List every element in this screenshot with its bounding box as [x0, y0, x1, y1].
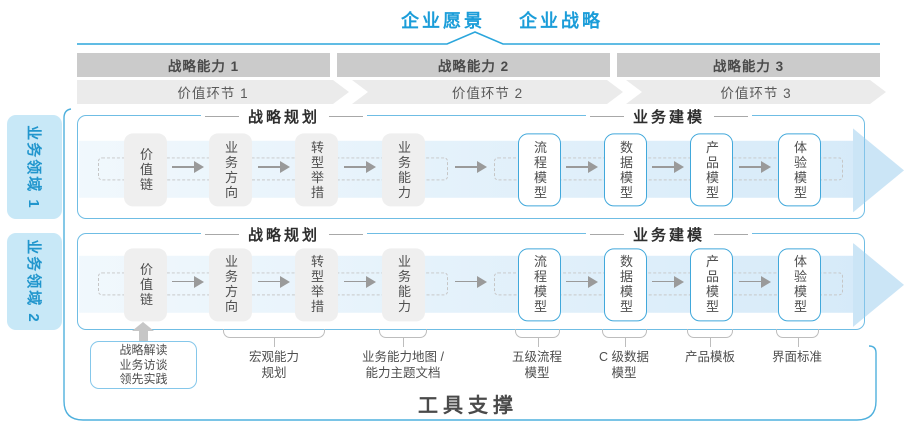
arrow-right-icon: [566, 161, 598, 173]
arrow-right-icon: [455, 161, 487, 173]
header-underline-pulse: [77, 31, 880, 45]
box-process-model: 流程模型: [518, 133, 561, 207]
arrow-right-icon: [258, 161, 290, 173]
box-data-model: 数据模型: [604, 133, 647, 207]
arrow-right-icon: [652, 161, 684, 173]
box-business-capability: 业务能力: [382, 247, 425, 321]
arrow-right-icon: [739, 275, 771, 288]
box-business-direction: 业务方向: [209, 247, 252, 321]
arrow-right-icon: [652, 275, 684, 288]
value-band-3: 价值环节 3: [626, 80, 886, 104]
arrow-right-icon: [739, 161, 771, 173]
box-experience-model: 体验模型: [778, 133, 821, 207]
arrow-right-icon: [344, 161, 376, 173]
dashed-track-modeling: [494, 157, 843, 181]
dashed-track-modeling: [494, 271, 843, 295]
title-rule: [714, 115, 749, 118]
box-value-chain: 价值链: [124, 133, 167, 207]
tool-support-title: 工具支撑: [418, 395, 518, 417]
dashed-track-planning: [98, 271, 448, 295]
annotation-product-template: 产品模板: [684, 350, 736, 364]
value-band-1: 价值环节 1: [77, 80, 349, 104]
domain-label-2-text: 业务领域 2: [25, 239, 43, 324]
annotation-capability-map: 业务能力地图 / 能力主题文档: [362, 350, 444, 380]
box-business-capability: 业务能力: [382, 133, 425, 207]
annotation-process-model: 五级流程 模型: [511, 350, 563, 380]
value-band-2: 价值环节 2: [352, 80, 623, 104]
annotation-macro-planning: 宏观能力 规划: [248, 350, 300, 380]
capability-band-2: 战略能力 2: [337, 53, 610, 77]
domain-row-2: 价值链 业务方向 转型举措 业务能力 流程模型 数据模型 产品模型 体验模型 战…: [77, 224, 904, 330]
up-arrow-icon: [132, 322, 154, 342]
vision-title: 企业愿景: [401, 11, 485, 31]
title-rule: [329, 115, 364, 118]
domain-label-1-text: 业务领域 1: [25, 124, 43, 210]
arrow-right-icon: [172, 275, 204, 288]
brace-ui-standard: [776, 329, 819, 347]
arrow-right-icon: [258, 275, 290, 288]
capability-band-1: 战略能力 1: [77, 53, 330, 77]
domain-label-2: 业务领域 2: [7, 233, 62, 330]
brace-macro-planning: [223, 329, 325, 347]
title-rule: [204, 233, 239, 236]
section-title-planning: 战略规划: [200, 224, 368, 245]
box-product-model: 产品模型: [690, 247, 733, 321]
title-rule: [589, 233, 624, 236]
box-business-direction: 业务方向: [209, 133, 252, 207]
annotation-ui-standard: 界面标准: [771, 350, 823, 364]
interview-annotation-box: 战略解读 业务访谈 领先实践: [90, 341, 197, 389]
brace-data-model: [602, 329, 647, 347]
box-transformation: 转型举措: [295, 247, 338, 321]
box-experience-model: 体验模型: [778, 247, 821, 321]
box-transformation: 转型举措: [295, 133, 338, 207]
section-title-modeling: 业务建模: [585, 106, 753, 127]
brace-process-model: [515, 329, 560, 347]
strategy-title: 企业战略: [519, 11, 603, 31]
arrow-right-icon: [566, 275, 598, 288]
capability-band-3: 战略能力 3: [617, 53, 880, 77]
page-title: 企业愿景 企业战略: [401, 7, 603, 33]
section-title-planning: 战略规划: [200, 106, 368, 127]
brace-product-template: [687, 329, 733, 347]
dashed-track-planning: [98, 157, 448, 181]
title-rule: [329, 233, 364, 236]
box-value-chain: 价值链: [124, 247, 167, 321]
title-rule: [589, 115, 624, 118]
section-title-modeling: 业务建模: [585, 224, 753, 245]
title-rule: [714, 233, 749, 236]
arrow-right-icon: [455, 275, 487, 288]
box-product-model: 产品模型: [690, 133, 733, 207]
arrow-right-icon: [344, 275, 376, 288]
title-rule: [204, 115, 239, 118]
domain-label-1: 业务领域 1: [7, 115, 62, 219]
domain-row-1: 价值链 业务方向 转型举措 业务能力 流程模型 数据模型 产品模型 体验模型 战…: [77, 106, 904, 219]
box-process-model: 流程模型: [518, 247, 561, 321]
annotation-data-model: C 级数据 模型: [598, 350, 650, 380]
box-data-model: 数据模型: [604, 247, 647, 321]
brace-capability-map: [379, 329, 427, 347]
arrow-right-icon: [172, 161, 204, 173]
